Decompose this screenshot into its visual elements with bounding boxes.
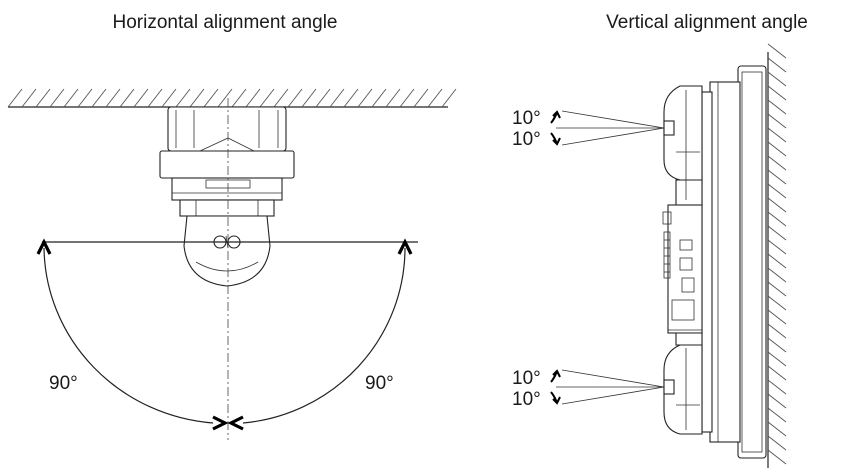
top-up-label: 10° [512,108,541,129]
sensor-side-bottom [663,332,703,435]
bottom-curve-up-arrow-icon [550,369,561,383]
center-arrow-left-icon [212,415,229,431]
right-arc [242,247,406,424]
vertical-title: Vertical alignment angle [606,12,808,33]
center-arrow-right-icon [227,415,244,431]
mounting-plate [701,65,767,459]
sensor-side-top [663,85,703,206]
bottom-curve-down-arrow-icon [550,391,561,405]
ceiling-hatch [7,88,457,108]
angle-left-label: 90° [49,373,78,394]
horizontal-title: Horizontal alignment angle [113,12,338,33]
wall-hatch [767,43,787,465]
top-beam-upper [561,110,665,129]
top-curve-down-arrow-icon [550,132,561,146]
sensor-top-view [159,106,295,287]
left-arrow-up-icon [36,238,52,255]
right-arrow-up-icon [397,238,413,255]
horizontal-diagram: 90° 90° [7,88,457,440]
bottom-beam-lower [561,386,665,405]
angle-right-label: 90° [365,373,394,394]
left-arc [43,247,214,424]
electronics-block [662,204,703,334]
vertical-diagram: 10° 10° 10° 10° [512,43,787,468]
bottom-up-label: 10° [512,368,541,389]
top-beam-lower [561,127,665,146]
top-down-label: 10° [512,129,541,150]
bottom-beam-upper [561,369,665,388]
top-curve-up-arrow-icon [550,110,561,124]
bottom-down-label: 10° [512,389,541,410]
